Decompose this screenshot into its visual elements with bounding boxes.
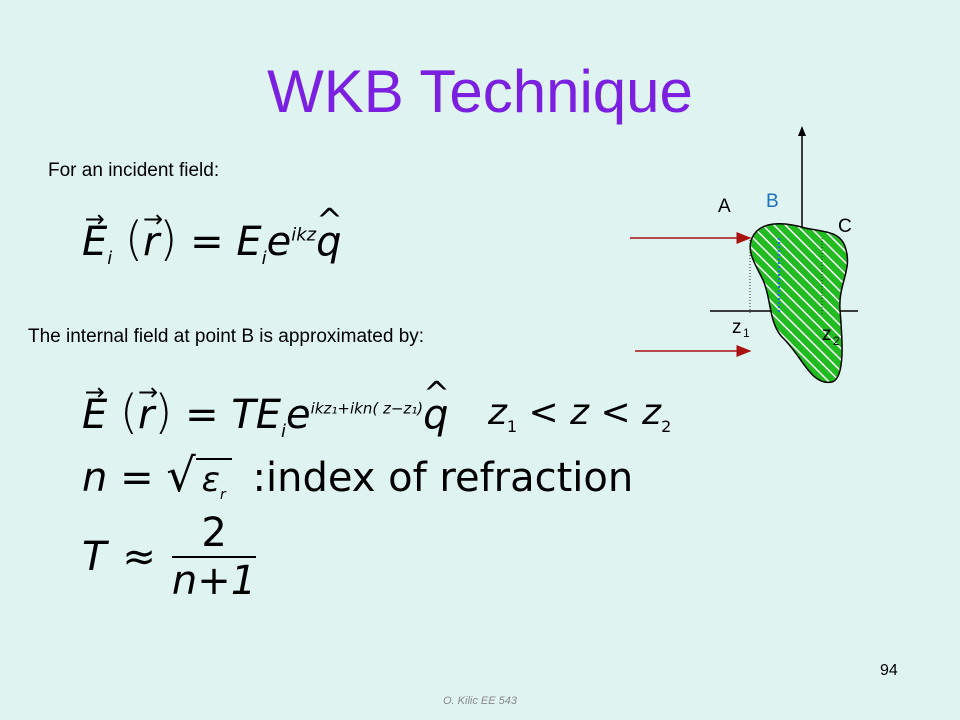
- incident-field-equation: Ei (r) = Eieikzq: [82, 201, 342, 269]
- incident-E-rhs: E: [236, 219, 262, 265]
- range-inequality: z1 < z < z2: [488, 392, 671, 436]
- internal-exponent: ikz₁+ikn( z−z₁): [310, 399, 424, 418]
- internal-r: r: [138, 378, 155, 438]
- label-B: B: [766, 191, 779, 212]
- index-sub-r: r: [220, 486, 226, 503]
- slide-title: WKB Technique: [267, 58, 693, 125]
- incident-r: r: [143, 205, 160, 265]
- transmission-fraction: 2 n+1: [171, 510, 257, 604]
- range-z1: z: [488, 392, 507, 433]
- footer-text: O. Kilic EE 543: [443, 695, 517, 707]
- internal-E: E: [82, 378, 108, 438]
- dielectric-region: [749, 223, 849, 384]
- range-lt2: <: [600, 392, 631, 433]
- transmission-T: T: [82, 534, 107, 580]
- incident-e: e: [266, 219, 292, 265]
- internal-text: The internal field at point B is approxi…: [28, 326, 425, 347]
- index-equals: =: [120, 455, 154, 501]
- range-z: z: [570, 392, 590, 433]
- label-z1-sub: 1: [743, 326, 750, 340]
- index-epsilon: ε: [201, 460, 221, 500]
- index-equation: n = √εr :index of refraction: [82, 448, 633, 503]
- label-z2-sub: 2: [833, 334, 840, 348]
- internal-field-equation: E (r) = TEieikz₁+ikn( z−z₁)q: [82, 374, 449, 442]
- incident-E: E: [82, 205, 108, 265]
- label-z2: z: [822, 324, 832, 345]
- internal-TE: TE: [231, 392, 282, 438]
- label-z1: z: [732, 317, 742, 338]
- range-sub2: 2: [661, 417, 672, 437]
- range-z2: z: [642, 392, 662, 433]
- index-n: n: [82, 455, 108, 501]
- sqrt-radicand: εr: [195, 458, 232, 503]
- wkb-diagram: A B C z 1 z 2: [630, 126, 858, 384]
- transmission-denominator: n+1: [172, 558, 256, 604]
- incident-equals: =: [190, 219, 224, 265]
- incident-rhs-sub: i: [261, 248, 267, 269]
- sqrt-symbol: √: [166, 448, 196, 502]
- internal-e: e: [286, 392, 311, 438]
- incident-sub-i: i: [107, 248, 113, 269]
- approx-symbol: ≈: [122, 534, 156, 580]
- transmission-equation: T ≈ 2 n+1: [82, 510, 257, 604]
- transmission-numerator: 2: [171, 510, 257, 558]
- label-A: A: [718, 196, 731, 217]
- internal-sub-i: i: [281, 421, 287, 442]
- range-sub1: 1: [506, 417, 518, 437]
- axis-arrowhead: [798, 126, 806, 136]
- label-C: C: [838, 216, 852, 237]
- page-number: 94: [880, 662, 898, 679]
- internal-equals: =: [185, 392, 219, 438]
- incident-exponent: ikz: [291, 224, 317, 246]
- incident-q-hat: q: [316, 201, 342, 265]
- internal-q-hat: q: [423, 374, 449, 438]
- intro-text: For an incident field:: [48, 160, 220, 181]
- range-lt1: <: [528, 392, 559, 433]
- transmission-den-text: n+1: [171, 558, 257, 604]
- index-label: :index of refraction: [252, 455, 634, 501]
